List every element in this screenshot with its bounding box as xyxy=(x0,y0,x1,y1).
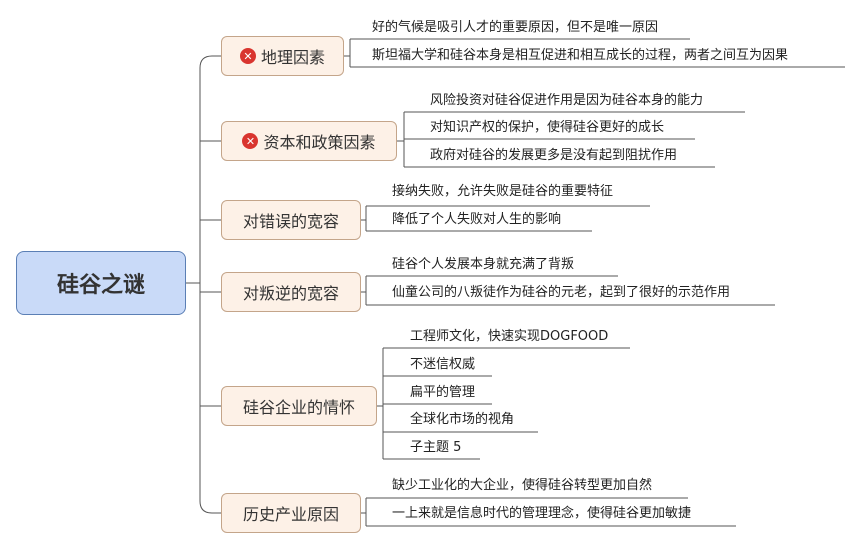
branch-error-tolerance[interactable]: 对错误的宽容 xyxy=(221,200,361,240)
leaf-topic[interactable]: 斯坦福大学和硅谷本身是相互促进和相互成长的过程，两者之间互为因果 xyxy=(372,48,789,63)
leaf-topic[interactable]: 扁平的管理 xyxy=(410,385,476,400)
branch-capital-policy[interactable]: ✕ 资本和政策因素 xyxy=(221,121,397,161)
leaf-topic[interactable]: 降低了个人失败对人生的影响 xyxy=(392,212,562,227)
leaf-topic[interactable]: 子主题 5 xyxy=(410,440,462,455)
leaf-topic[interactable]: 风险投资对硅谷促进作用是因为硅谷本身的能力 xyxy=(430,93,704,108)
leaf-topic[interactable]: 接纳失败，允许失败是硅谷的重要特征 xyxy=(392,184,614,199)
leaf-topic[interactable]: 一上来就是信息时代的管理理念，使得硅谷更加敏捷 xyxy=(392,506,692,521)
branch-label: 对叛逆的宽容 xyxy=(242,284,339,303)
branch-label: 对错误的宽容 xyxy=(242,212,339,231)
leaf-topic[interactable]: 不迷信权威 xyxy=(410,357,476,372)
x-mark-icon: ✕ xyxy=(239,48,256,64)
branch-label: 地理因素 xyxy=(260,48,325,67)
leaf-topic[interactable]: 工程师文化，快速实现DOGFOOD xyxy=(410,329,609,344)
branch-enterprise-spirit[interactable]: 硅谷企业的情怀 xyxy=(221,386,377,426)
leaf-topic[interactable]: 好的气候是吸引人才的重要原因，但不是唯一原因 xyxy=(372,20,659,35)
branch-label: 硅谷企业的情怀 xyxy=(242,398,355,417)
branch-rebellion-tolerance[interactable]: 对叛逆的宽容 xyxy=(221,272,361,312)
branch-geography[interactable]: ✕ 地理因素 xyxy=(221,36,344,76)
leaf-topic[interactable]: 全球化市场的视角 xyxy=(410,412,515,427)
central-topic[interactable]: 硅谷之谜 xyxy=(16,251,186,315)
connector-line xyxy=(199,500,221,514)
connector-line xyxy=(199,55,221,69)
x-mark-icon: ✕ xyxy=(242,133,259,149)
branch-label: 资本和政策因素 xyxy=(263,133,376,152)
leaf-topic[interactable]: 缺少工业化的大企业，使得硅谷转型更加自然 xyxy=(392,478,653,493)
leaf-topic[interactable]: 仙童公司的八叛徒作为硅谷的元老，起到了很好的示范作用 xyxy=(392,285,731,300)
leaf-topic[interactable]: 政府对硅谷的发展更多是没有起到阻扰作用 xyxy=(430,148,678,163)
branch-history-industry[interactable]: 历史产业原因 xyxy=(221,493,361,533)
leaf-topic[interactable]: 硅谷个人发展本身就充满了背叛 xyxy=(392,257,575,272)
branch-label: 历史产业原因 xyxy=(242,505,339,524)
leaf-topic[interactable]: 对知识产权的保护，使得硅谷更好的成长 xyxy=(430,120,665,135)
